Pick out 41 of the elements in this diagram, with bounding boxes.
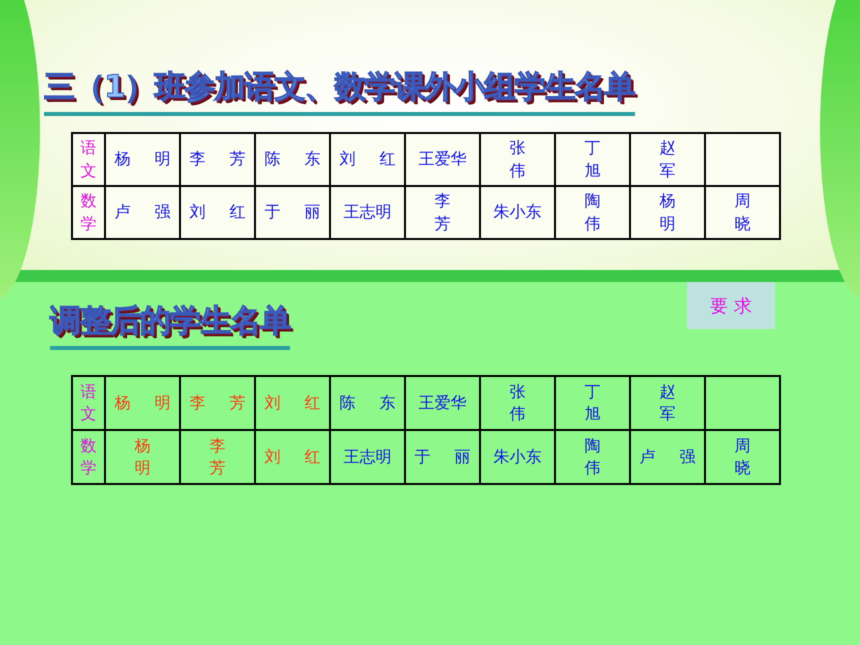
student-name: 张伟 [510, 380, 526, 425]
student-name: 朱小东 [494, 201, 542, 224]
student-name: 王志明 [344, 446, 392, 468]
subject-label: 语文 [80, 380, 96, 425]
student-name: 赵军 [660, 380, 676, 425]
student-name: 杨明 [114, 148, 170, 170]
student-name: 周晓 [734, 190, 750, 234]
requirements-button: 要 求 [687, 282, 775, 329]
student-name: 李芳 [210, 434, 226, 479]
student-name: 王爱华 [418, 148, 466, 170]
subject-label: 数学 [80, 434, 96, 479]
section-heading: 调整后的学生名单 [50, 300, 290, 350]
student-name: 刘红 [340, 148, 396, 170]
student-name: 于丽 [414, 446, 470, 468]
student-name: 陶伟 [584, 434, 600, 479]
student-name: 陈东 [340, 392, 396, 414]
student-name: 李芳 [190, 392, 246, 414]
student-name: 杨明 [660, 190, 676, 234]
student-name: 丁旭 [584, 380, 600, 425]
student-name: 卢强 [640, 446, 696, 468]
student-name: 张伟 [510, 137, 526, 182]
subject-label: 数学 [80, 190, 96, 234]
student-name: 李芳 [434, 190, 450, 234]
student-name: 于丽 [264, 201, 320, 224]
student-name: 王爱华 [418, 392, 466, 414]
student-name: 杨明 [134, 434, 150, 479]
student-name: 陶伟 [584, 190, 600, 234]
student-name: 杨明 [114, 392, 170, 414]
student-name: 刘红 [264, 446, 320, 468]
student-name: 李芳 [190, 148, 246, 170]
title: 三（1）班参加语文、数学课外小组学生名单 [44, 66, 635, 116]
student-name: 朱小东 [494, 446, 542, 468]
subject-label: 语文 [80, 137, 96, 182]
student-name: 刘红 [190, 201, 246, 224]
student-name: 卢强 [114, 201, 170, 224]
student-name: 王志明 [344, 201, 392, 224]
student-name: 赵军 [660, 137, 676, 182]
student-name: 丁旭 [584, 137, 600, 182]
student-name: 刘红 [264, 392, 320, 414]
student-name: 陈东 [264, 148, 320, 170]
student-name: 周晓 [734, 434, 750, 479]
